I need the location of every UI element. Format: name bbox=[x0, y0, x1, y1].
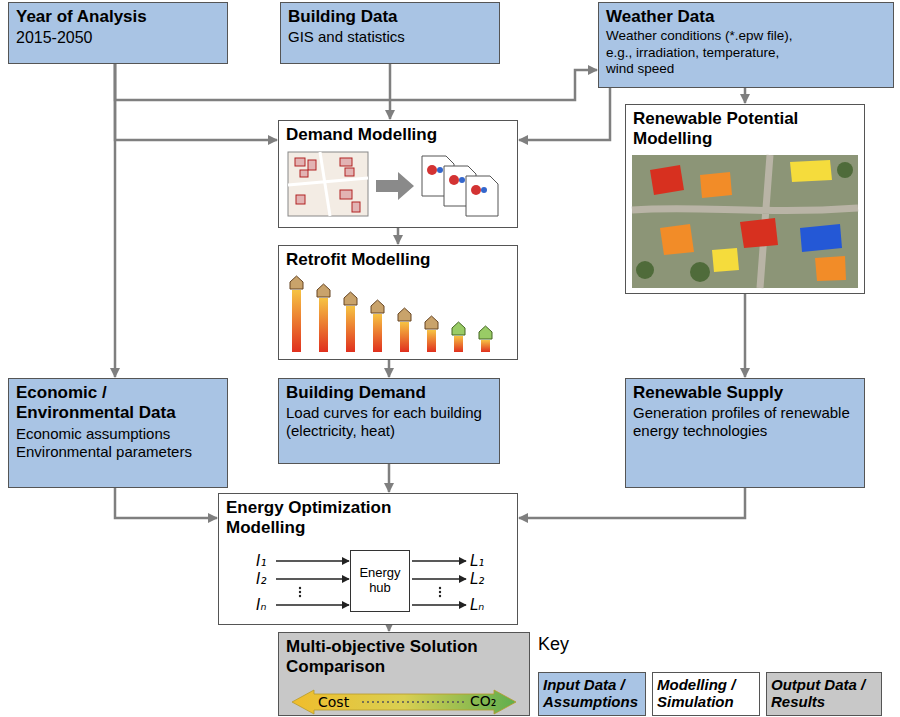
flow-arrow bbox=[519, 488, 745, 518]
district-map bbox=[288, 152, 368, 216]
node-title: Building Data bbox=[288, 7, 492, 27]
node-title: Energy hub bbox=[353, 566, 407, 596]
flow-arrow bbox=[388, 625, 391, 631]
legend-text: Modelling / Simulation bbox=[657, 676, 755, 711]
node-title: Retrofit Modelling bbox=[286, 250, 510, 270]
node-body: 2015-2050 bbox=[16, 28, 220, 47]
node-title: Energy Optimization Modelling bbox=[226, 498, 416, 539]
flow-arrow bbox=[115, 64, 597, 100]
axis-label: Cost bbox=[318, 694, 349, 710]
rooftop-solar-map bbox=[632, 155, 858, 288]
flow-arrow bbox=[397, 228, 400, 244]
node-title: Multi-objective Solution Comparison bbox=[286, 637, 521, 678]
node-title: Year of Analysis bbox=[16, 7, 220, 27]
output-symbol: L₁ bbox=[470, 552, 484, 570]
node-body: Generation profiles of renewable energy … bbox=[633, 404, 857, 440]
flow-arrow bbox=[115, 64, 277, 140]
input-box: Weather DataWeather conditions (*.epw fi… bbox=[598, 2, 894, 88]
node-title: Weather Data bbox=[606, 7, 886, 27]
input-symbol: I₂ bbox=[256, 570, 266, 588]
idf-file-icons bbox=[422, 156, 498, 216]
tradeoff-arrow bbox=[292, 690, 516, 714]
node-title: Demand Modelling bbox=[286, 125, 510, 145]
legend-title: Key bbox=[538, 634, 569, 655]
node-body: Weather conditions (*.epw file), e.g., i… bbox=[606, 28, 806, 77]
flow-arrow bbox=[388, 360, 391, 377]
input-box: Building DataGIS and statistics bbox=[280, 2, 500, 64]
input-box: Economic / Environmental DataEconomic as… bbox=[8, 378, 228, 488]
hub-flow-arrows bbox=[276, 561, 466, 605]
input-box: Renewable SupplyGeneration profiles of r… bbox=[625, 378, 865, 488]
legend-swatch: Input Data / Assumptions bbox=[538, 672, 646, 716]
input-box: Building DemandLoad curves for each buil… bbox=[278, 378, 500, 464]
legend-text: Output Data / Results bbox=[771, 676, 877, 711]
flow-arrow bbox=[519, 88, 610, 140]
output-symbol: Lₙ bbox=[470, 596, 484, 614]
hub-box: Energy hub bbox=[350, 550, 410, 612]
process-arrow bbox=[376, 172, 414, 200]
legend-text: Input Data / Assumptions bbox=[543, 676, 641, 711]
dotted-line bbox=[362, 701, 464, 703]
input-box: Year of Analysis2015-2050 bbox=[8, 2, 228, 64]
node-title: Building Demand bbox=[286, 383, 492, 403]
ellipsis-dots bbox=[299, 587, 441, 597]
flow-arrow bbox=[744, 88, 747, 103]
legend-swatch: Output Data / Results bbox=[766, 672, 882, 716]
flow-arrow bbox=[744, 294, 747, 377]
node-body: Economic assumptions Environmental param… bbox=[16, 425, 220, 461]
flow-arrow bbox=[389, 64, 392, 119]
node-title: Economic / Environmental Data bbox=[16, 383, 220, 424]
retrofit-bars bbox=[290, 276, 492, 352]
axis-label: CO₂ bbox=[470, 693, 496, 709]
node-body: Load curves for each building (electrici… bbox=[286, 404, 492, 440]
flow-arrow bbox=[388, 464, 391, 492]
input-symbol: I₁ bbox=[256, 552, 266, 570]
legend-swatch: Modelling / Simulation bbox=[652, 672, 760, 716]
input-symbol: Iₙ bbox=[256, 596, 266, 614]
flow-arrow bbox=[114, 64, 117, 377]
output-symbol: L₂ bbox=[470, 570, 484, 588]
node-body: GIS and statistics bbox=[288, 28, 492, 46]
node-title: Renewable Potential Modelling bbox=[633, 109, 857, 150]
flow-arrow bbox=[115, 488, 217, 518]
node-title: Renewable Supply bbox=[633, 383, 857, 403]
